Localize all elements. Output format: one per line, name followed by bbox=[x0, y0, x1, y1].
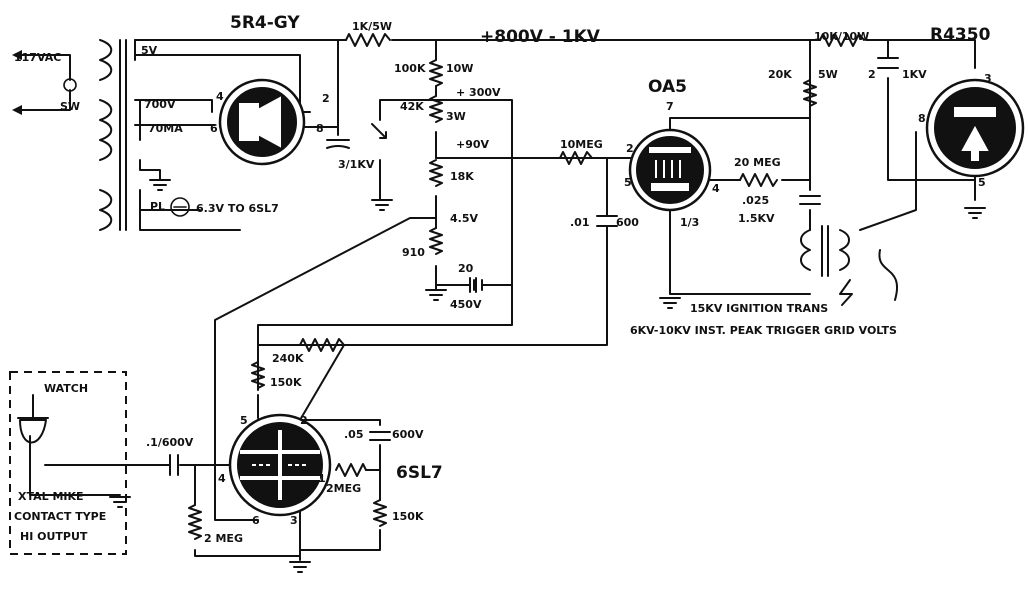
label-6sl7-pin2: 2 bbox=[300, 414, 308, 427]
label-20meg: 20 MEG bbox=[734, 156, 781, 169]
label-150k-a: 150K bbox=[270, 376, 302, 389]
rectifier-tube-5r4 bbox=[218, 78, 306, 166]
label-5r4-pin6: 6 bbox=[210, 122, 218, 135]
label-cap-20: 20 bbox=[458, 262, 474, 275]
label-6sl7-pin1: 1 bbox=[318, 472, 326, 485]
label-2meg-b: 2 MEG bbox=[204, 532, 243, 545]
label-5w: 5W bbox=[818, 68, 838, 81]
label-150k-b: 150K bbox=[392, 510, 424, 523]
label-r4350: R4350 bbox=[930, 25, 991, 45]
label-cap-1kv: 1KV bbox=[902, 68, 927, 81]
label-cap-3-1kv: 3/1KV bbox=[338, 158, 375, 171]
label-cap-025: .025 bbox=[742, 194, 769, 207]
label-oa5-pin2: 2 bbox=[626, 142, 634, 155]
label-10meg: 10MEG bbox=[560, 138, 603, 151]
6sl7-tube bbox=[228, 413, 332, 517]
label-watch: WATCH bbox=[44, 382, 88, 395]
label-mike-1: XTAL MIKE bbox=[18, 490, 84, 503]
label-oa5-pin4: 4 bbox=[712, 182, 720, 195]
label-mike-2: CONTACT TYPE bbox=[14, 510, 106, 523]
label-6sl7-pin5: 5 bbox=[240, 414, 248, 427]
label-5v: 5V bbox=[141, 44, 158, 57]
label-r4350-pin5: 5 bbox=[978, 176, 986, 189]
label-700v: 700V bbox=[144, 98, 176, 111]
label-6sl7-pin4: 4 bbox=[218, 472, 226, 485]
resistors bbox=[188, 33, 865, 540]
label-6sl7: 6SL7 bbox=[396, 463, 443, 483]
label-trigger-volts: 6KV-10KV INST. PEAK TRIGGER GRID VOLTS bbox=[630, 324, 897, 337]
label-45v: 4.5V bbox=[450, 212, 478, 225]
label-5r4-pin8: 8 bbox=[316, 122, 324, 135]
label-oa5-pin7: 7 bbox=[666, 100, 674, 113]
label-r4350-pin3: 3 bbox=[984, 72, 992, 85]
label-oa5: OA5 bbox=[648, 77, 687, 97]
label-70ma: 70MA bbox=[148, 122, 183, 135]
label-cap-15kv: 1.5KV bbox=[738, 212, 775, 225]
oa5-tube bbox=[628, 128, 712, 212]
label-10k: 10K/10W bbox=[814, 30, 869, 43]
label-ignition-trans: 15KV IGNITION TRANS bbox=[690, 302, 828, 315]
ignition-transformer bbox=[800, 225, 898, 306]
label-cap-600v: 600V bbox=[392, 428, 424, 441]
label-sw: SW bbox=[60, 100, 80, 113]
ground-symbols bbox=[109, 179, 986, 573]
power-transformer bbox=[12, 39, 241, 231]
label-cap-1-600: .1/600V bbox=[146, 436, 194, 449]
pilot-lamp bbox=[170, 197, 190, 217]
labels: 117VAC SW 5V 700V 70MA PL 6.3V TO 6SL7 5… bbox=[14, 13, 992, 545]
label-5r4-pin4: 4 bbox=[216, 90, 224, 103]
label-cap-01: .01 bbox=[570, 216, 590, 229]
label-hv: +800V - 1KV bbox=[480, 27, 601, 47]
crystal-mike-box bbox=[9, 371, 127, 555]
label-90v: +90V bbox=[456, 138, 490, 151]
label-42k: 42K bbox=[400, 100, 424, 113]
label-20k: 20K bbox=[768, 68, 792, 81]
label-mike-3: HI OUTPUT bbox=[20, 530, 88, 543]
label-heater: 6.3V TO 6SL7 bbox=[196, 202, 279, 215]
label-5r4-pin2: 2 bbox=[322, 92, 330, 105]
label-1k: 1K/5W bbox=[352, 20, 392, 33]
label-2meg-a: 2MEG bbox=[326, 482, 361, 495]
label-oa5-pin13: 1/3 bbox=[680, 216, 699, 229]
label-cap-05: .05 bbox=[344, 428, 364, 441]
r4350-tube bbox=[925, 78, 1025, 178]
label-10w: 10W bbox=[446, 62, 473, 75]
label-r4350-pin8: 8 bbox=[918, 112, 926, 125]
label-cap-600: 600 bbox=[616, 216, 639, 229]
label-100k: 100K bbox=[394, 62, 426, 75]
label-oa5-pin5: 5 bbox=[624, 176, 632, 189]
label-cap-2: 2 bbox=[868, 68, 876, 81]
label-6sl7-pin3: 3 bbox=[290, 514, 298, 527]
label-240k: 240K bbox=[272, 352, 304, 365]
label-vac: 117VAC bbox=[14, 51, 61, 64]
label-pl: PL bbox=[150, 200, 165, 213]
label-cap-450v: 450V bbox=[450, 298, 482, 311]
label-3w: 3W bbox=[446, 110, 466, 123]
label-18k: 18K bbox=[450, 170, 474, 183]
label-300v: + 300V bbox=[456, 86, 501, 99]
label-910: 910 bbox=[402, 246, 425, 259]
label-5r4: 5R4-GY bbox=[230, 13, 300, 33]
capacitors bbox=[169, 57, 899, 476]
label-6sl7-pin6: 6 bbox=[252, 514, 260, 527]
wiring bbox=[29, 39, 976, 561]
